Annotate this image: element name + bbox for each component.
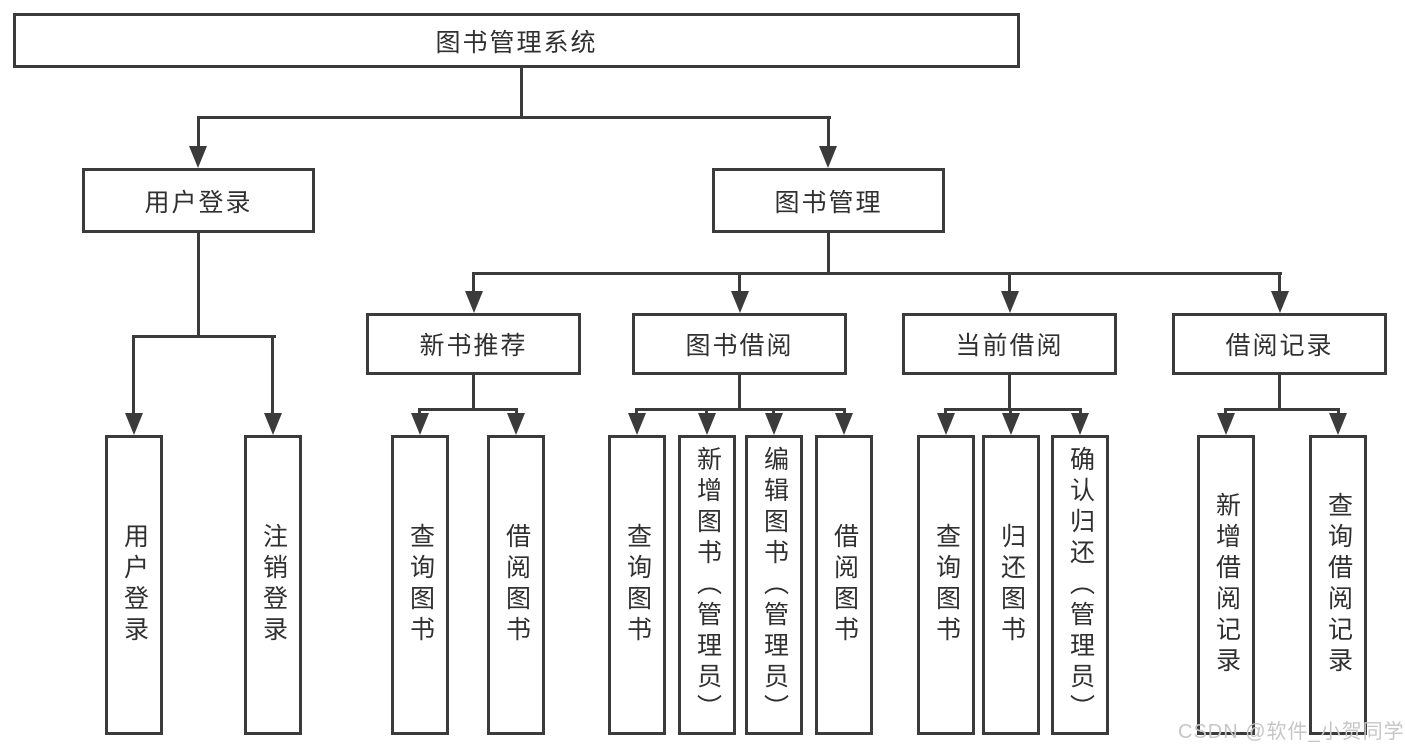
leaf-borrow-book: 借阅图书 bbox=[815, 435, 873, 735]
connector-line bbox=[515, 408, 518, 415]
connector-line bbox=[1008, 375, 1011, 410]
csdn-watermark: CSDN @软件_小贺同学 bbox=[1178, 721, 1405, 743]
arrow-down-icon bbox=[1001, 291, 1019, 313]
connector-line bbox=[738, 375, 741, 410]
arrow-down-icon bbox=[264, 413, 282, 435]
connector-line bbox=[1278, 375, 1281, 410]
arrow-down-icon bbox=[465, 291, 483, 313]
connector-line bbox=[472, 272, 475, 295]
connector-line bbox=[1278, 272, 1281, 295]
connector-line bbox=[472, 272, 1282, 275]
connector-line bbox=[827, 116, 830, 148]
leaf-edit-book-admin: 编辑图书（管理员） bbox=[745, 435, 803, 735]
leaf-add-book-admin: 新增图书（管理员） bbox=[678, 435, 736, 735]
connector-line bbox=[197, 116, 831, 119]
arrow-down-icon bbox=[1329, 413, 1347, 435]
arrow-down-icon bbox=[125, 413, 143, 435]
connector-line bbox=[738, 272, 741, 295]
leaf-add-borrow-record: 新增借阅记录 bbox=[1197, 435, 1255, 735]
arrow-down-icon bbox=[835, 413, 853, 435]
connector-line bbox=[197, 116, 200, 148]
arrow-down-icon bbox=[765, 413, 783, 435]
leaf-query-books-borrow: 查询图书 bbox=[608, 435, 666, 735]
arrow-down-icon bbox=[189, 146, 207, 168]
arrow-down-icon bbox=[1002, 413, 1020, 435]
arrow-down-icon bbox=[731, 291, 749, 313]
node-borrowing-records: 借阅记录 bbox=[1172, 313, 1387, 375]
node-book-borrowing: 图书借阅 bbox=[632, 313, 847, 375]
leaf-borrow-books-recommend: 借阅图书 bbox=[487, 435, 545, 735]
leaf-return-book: 归还图书 bbox=[982, 435, 1040, 735]
connector-line bbox=[132, 335, 276, 338]
connector-line bbox=[520, 68, 523, 118]
leaf-confirm-return-admin: 确认归还（管理员） bbox=[1051, 435, 1109, 735]
leaf-query-books-recommend: 查询图书 bbox=[391, 435, 449, 735]
node-current-borrowing: 当前借阅 bbox=[902, 313, 1117, 375]
connector-line bbox=[705, 408, 708, 415]
node-library-management-system: 图书管理系统 bbox=[13, 13, 1020, 68]
connector-line bbox=[635, 408, 638, 415]
arrow-down-icon bbox=[698, 413, 716, 435]
arrow-down-icon bbox=[411, 413, 429, 435]
node-new-book-recommendation: 新书推荐 bbox=[366, 313, 581, 375]
connector-line bbox=[271, 335, 274, 415]
connector-line bbox=[944, 408, 947, 415]
arrow-down-icon bbox=[937, 413, 955, 435]
leaf-query-borrow-record: 查询借阅记录 bbox=[1309, 435, 1367, 735]
leaf-query-books-current: 查询图书 bbox=[917, 435, 975, 735]
arrow-down-icon bbox=[628, 413, 646, 435]
arrow-down-icon bbox=[819, 146, 837, 168]
arrow-down-icon bbox=[1217, 413, 1235, 435]
connector-line bbox=[1008, 272, 1011, 295]
leaf-logout: 注销登录 bbox=[244, 435, 302, 735]
node-user-login: 用户登录 bbox=[82, 168, 315, 233]
connector-line bbox=[843, 408, 846, 415]
node-book-management: 图书管理 bbox=[712, 168, 945, 233]
leaf-user-login: 用户登录 bbox=[105, 435, 163, 735]
connector-line bbox=[1337, 408, 1340, 415]
connector-line bbox=[132, 335, 135, 415]
connector-line bbox=[827, 233, 830, 274]
connector-line bbox=[418, 408, 518, 411]
arrow-down-icon bbox=[507, 413, 525, 435]
connector-line bbox=[197, 233, 200, 337]
connector-line bbox=[418, 408, 421, 415]
connector-line bbox=[1224, 408, 1340, 411]
connector-line bbox=[472, 375, 475, 410]
arrow-down-icon bbox=[1271, 291, 1289, 313]
connector-line bbox=[1224, 408, 1227, 415]
connector-line bbox=[772, 408, 775, 415]
connector-line bbox=[944, 408, 1082, 411]
arrow-down-icon bbox=[1071, 413, 1089, 435]
connector-line bbox=[1079, 408, 1082, 415]
connector-line bbox=[1009, 408, 1012, 415]
connector-line bbox=[635, 408, 846, 411]
